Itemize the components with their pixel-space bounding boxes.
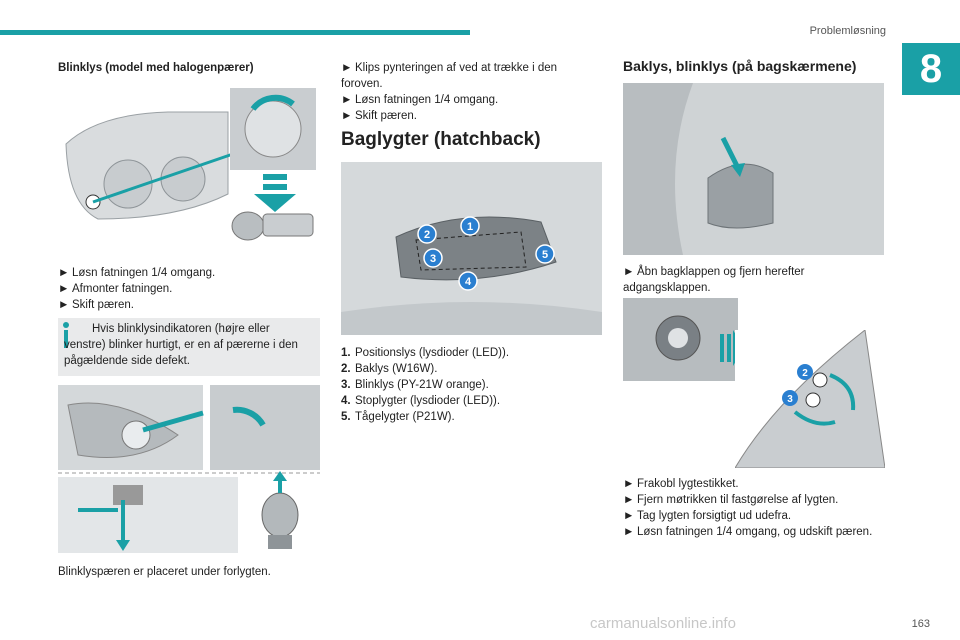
callout-1: 1: [467, 221, 473, 233]
step: ►Åbn bagklappen og fjern herefter adgang…: [623, 266, 805, 294]
col1-steps: ►Løsn fatningen 1/4 omgang. ►Afmonter fa…: [58, 265, 328, 313]
col1-caption: Blinklyspæren er placeret under forlygte…: [58, 564, 328, 580]
section-title: Problemløsning: [809, 25, 886, 37]
col3-steps: ►Frakobl lygtestikket. ►Fjern møtrikken …: [623, 476, 888, 540]
col1-heading-block: Blinklys (model med halogenpærer): [58, 60, 328, 76]
callout-3: 3: [787, 394, 793, 405]
list-item: 5.Tågelygter (P21W).: [341, 411, 455, 423]
step: ►Skift pæren.: [58, 299, 134, 311]
callout-4: 4: [465, 276, 472, 288]
bulb-location-caption: Blinklyspæren er placeret under forlygte…: [58, 566, 271, 578]
trunk-access-illustration: [623, 83, 884, 255]
col2-steps: ►Klips pynteringen af ved at trække i de…: [341, 60, 601, 124]
list-item: 3.Blinklys (PY-21W orange).: [341, 379, 489, 391]
header-accent-bar: [0, 30, 470, 35]
list-item: 4.Stoplygter (lysdioder (LED)).: [341, 395, 501, 407]
step: ►Løsn fatningen 1/4 omgang.: [341, 94, 499, 106]
rear-lights-heading: Baglygter (hatchback): [341, 129, 541, 150]
info-note-text: Hvis blinklysindikatoren (højre eller ve…: [64, 323, 298, 367]
rear-lamp-illustration: 1 2 3 4 5: [341, 162, 602, 335]
step: ►Frakobl lygtestikket.: [623, 478, 739, 490]
col3-step1: ►Åbn bagklappen og fjern herefter adgang…: [623, 264, 888, 296]
step: ►Tag lygten forsigtigt ud udefra.: [623, 510, 792, 522]
step: ►Afmonter fatningen.: [58, 283, 173, 295]
col2-heading-block: Baglygter (hatchback): [341, 129, 603, 150]
watermark: carmanualsonline.info: [590, 615, 736, 632]
indicator-bulb-illustration: [58, 385, 320, 553]
col3-heading-block: Baklys, blinklys (på bagskærmene): [623, 58, 893, 74]
list-item: 1.Positionslys (lysdioder (LED)).: [341, 347, 510, 359]
fender-lights-heading: Baklys, blinklys (på bagskærmene): [623, 58, 857, 74]
info-note-box: Hvis blinklysindikatoren (højre eller ve…: [58, 318, 320, 376]
rear-lamp-unit-illustration: 2 3: [735, 330, 885, 468]
page-number: 163: [911, 618, 930, 630]
step: ►Klips pynteringen af ved at trække i de…: [341, 62, 558, 90]
connector-photo: [623, 298, 738, 381]
chapter-number-tab: 8: [902, 43, 960, 95]
list-item: 2.Baklys (W16W).: [341, 363, 438, 375]
parts-list: 1.Positionslys (lysdioder (LED)). 2.Bakl…: [341, 345, 603, 425]
callout-3: 3: [430, 253, 436, 265]
halogen-indicator-heading: Blinklys (model med halogenpærer): [58, 62, 254, 74]
step: ►Løsn fatningen 1/4 omgang.: [58, 267, 216, 279]
headlamp-illustration: [58, 84, 320, 256]
callout-2: 2: [424, 229, 430, 241]
callout-2: 2: [802, 368, 808, 379]
step: ►Løsn fatningen 1/4 omgang, og udskift p…: [623, 526, 873, 538]
info-icon: [63, 322, 69, 348]
step: ►Fjern møtrikken til fastgørelse af lygt…: [623, 494, 839, 506]
callout-5: 5: [542, 249, 548, 261]
step: ►Skift pæren.: [341, 110, 417, 122]
